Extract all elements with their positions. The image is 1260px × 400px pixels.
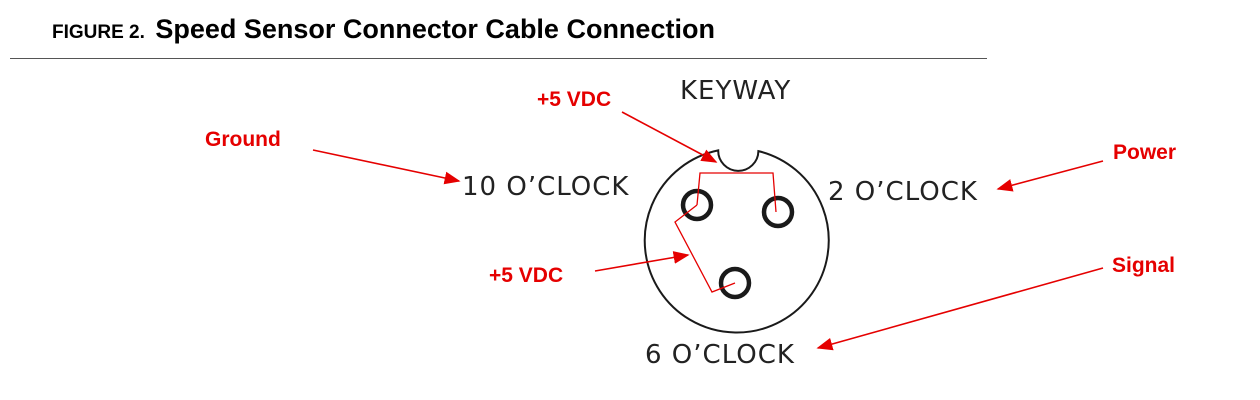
figure-caption: FIGURE 2. Speed Sensor Connector Cable C… xyxy=(52,14,715,45)
connector-body xyxy=(643,149,830,334)
figure-title: Speed Sensor Connector Cable Connection xyxy=(155,14,715,44)
callout-vdc-top: +5 VDC xyxy=(537,88,611,111)
arrow-power xyxy=(996,160,1104,192)
arrow-signal xyxy=(816,267,1104,351)
jumper-wire-top xyxy=(696,172,777,213)
pin-10-oclock xyxy=(680,188,714,222)
pin-2-oclock xyxy=(761,195,795,229)
position-6-oclock-label: 6 O’CLOCK xyxy=(645,340,795,370)
keyway-label: KEYWAY xyxy=(680,76,791,106)
arrow-ground xyxy=(312,149,461,185)
callout-ground: Ground xyxy=(205,128,281,151)
callout-signal: Signal xyxy=(1112,254,1175,277)
jumper-wire-left xyxy=(674,204,736,293)
position-2-oclock-label: 2 O’CLOCK xyxy=(828,177,978,207)
header-rule xyxy=(10,58,987,59)
callout-vdc-left: +5 VDC xyxy=(489,264,563,287)
position-10-oclock-label: 10 O’CLOCK xyxy=(462,172,629,202)
arrow-vdc-top xyxy=(621,111,718,163)
figure-number: FIGURE 2. xyxy=(52,22,145,43)
callout-power: Power xyxy=(1113,141,1176,164)
pin-6-oclock xyxy=(718,266,752,300)
arrow-vdc-left xyxy=(594,251,690,272)
